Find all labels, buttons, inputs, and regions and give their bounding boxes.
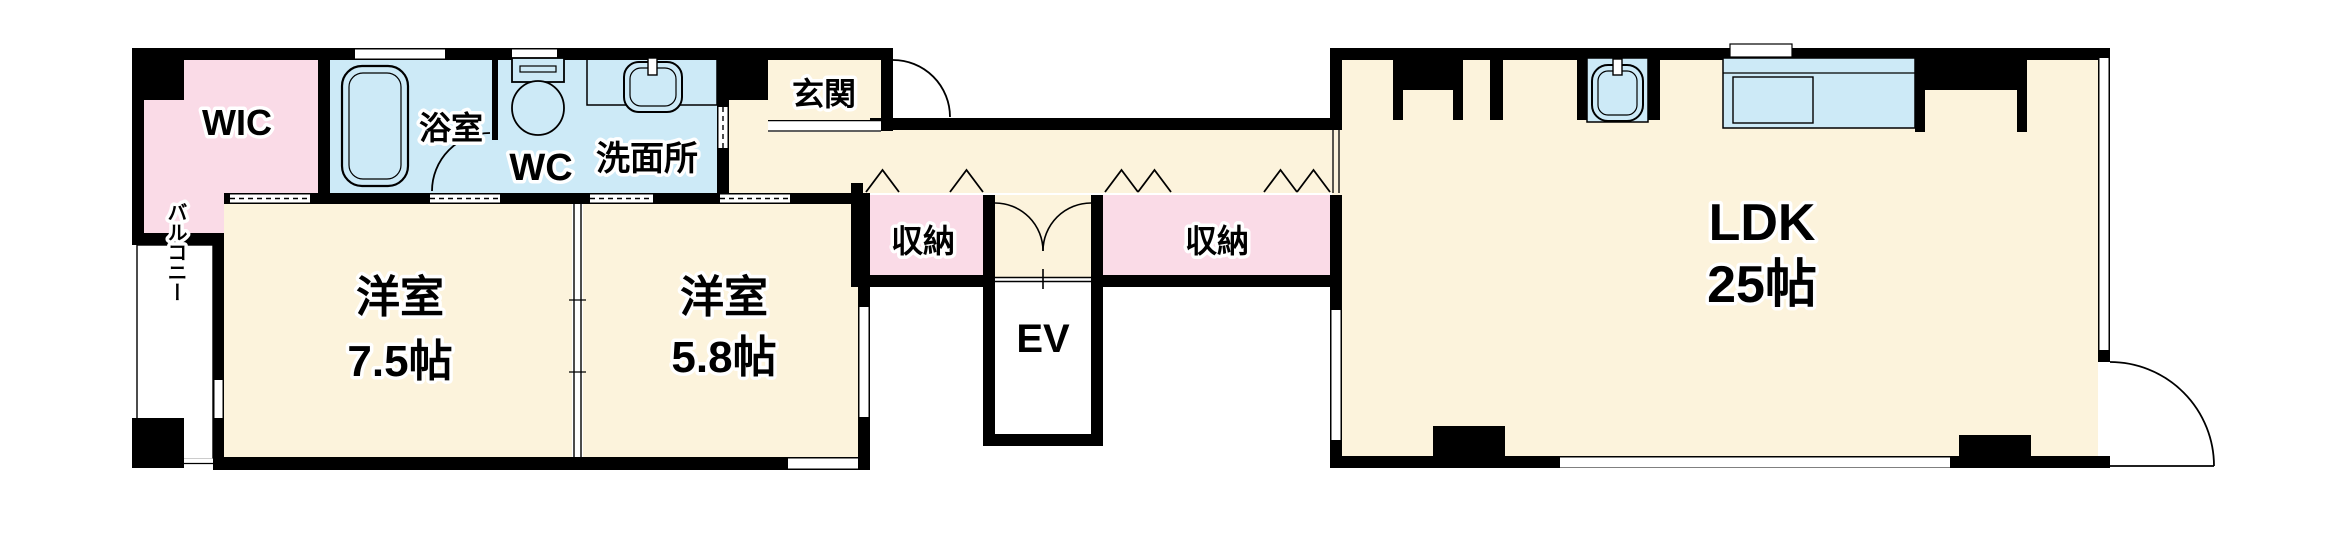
wall-wic-bottom	[132, 233, 224, 245]
elevator-hall-area	[995, 195, 1091, 278]
room-label-washroom: 洗面所	[596, 140, 698, 178]
room-size-western-large: 7.5帖	[347, 337, 452, 386]
ev-hall-door-arc-right-icon	[1042, 202, 1092, 252]
window-ldk-bottom-icon	[1560, 457, 1950, 468]
sliding-door-openings	[230, 107, 790, 203]
wall-storage-west-bottom	[851, 275, 983, 287]
wall-bath-wc	[492, 60, 498, 140]
ev-hall-door-arc-left-icon	[994, 202, 1044, 252]
washbasin-icon	[586, 57, 718, 113]
window-balcony-icon	[214, 380, 223, 418]
wall-ev-left	[983, 195, 995, 446]
pillar-entrance	[717, 48, 768, 100]
room-partition	[569, 204, 586, 457]
bathtub-icon	[340, 64, 410, 188]
pillar-ldk-3-leg-l	[1915, 90, 1925, 132]
pillar-ldk-1-leg-r	[1453, 90, 1463, 120]
wall-storage-east-bottom	[1103, 275, 1342, 287]
wall-storage-west-left	[851, 183, 863, 287]
corridor-area	[870, 130, 1332, 193]
bath-door-arc-icon	[431, 132, 491, 192]
wall-storage-east-right	[1330, 195, 1342, 287]
pillar-wic	[132, 48, 184, 100]
room-label-elevator: EV	[1016, 317, 1070, 361]
window-bath-icon	[355, 49, 445, 59]
pillar-ldk-2	[1490, 48, 1503, 120]
wall-entrance-right	[881, 48, 893, 131]
hallway-area	[729, 100, 893, 193]
pillar-ldk-1-leg-l	[1393, 90, 1403, 120]
wall-rooms-top	[224, 193, 870, 204]
wall-wic-bath	[318, 48, 330, 193]
room-label-wic: WIC	[202, 102, 272, 143]
room-label-balcony: バルコニー	[164, 202, 187, 302]
room-label-storage-west: 収納	[891, 223, 955, 259]
pillar-ldk-1	[1393, 48, 1463, 90]
kitchen-sink-icon	[1722, 57, 1916, 129]
room-label-ldk: LDK	[1709, 194, 1816, 252]
room-label-storage-east: 収納	[1185, 223, 1249, 259]
window-kitchen-icon	[1729, 43, 1793, 58]
room-size-western-small: 5.8帖	[671, 333, 776, 382]
wall-ev-bottom	[983, 434, 1103, 446]
window-room-small-right-icon	[859, 307, 869, 417]
closet-door-triangles-icon	[865, 168, 1331, 193]
ldk-exit-door-arc-icon	[2109, 361, 2215, 467]
ldk-entry-door	[1332, 130, 1340, 193]
western-rooms-area	[224, 193, 870, 469]
elevator-shaft-area	[995, 278, 1091, 434]
wall-ldk-left-upper	[1330, 48, 1342, 130]
room-size-ldk: 25帖	[1707, 256, 1817, 314]
pillar-balcony	[132, 418, 184, 468]
room-label-bathroom: 浴室	[419, 110, 483, 146]
room-label-entrance: 玄関	[792, 76, 856, 112]
entrance-door-arc-icon	[892, 59, 951, 118]
toilet-icon	[511, 57, 565, 136]
wall-corridor-top	[870, 118, 1332, 130]
wall-room-left	[213, 233, 224, 459]
room-label-western-large: 洋室	[356, 272, 444, 322]
window-ldk-right-icon	[2099, 58, 2109, 350]
entrance-step	[768, 119, 881, 132]
storage-east-area	[1103, 195, 1330, 275]
elevator-door-icon	[995, 269, 1091, 289]
room-label-western-small: 洋室	[680, 272, 768, 322]
pillar-ldk-bottom-2	[1959, 435, 2031, 456]
balcony-railing-icon	[184, 458, 213, 469]
window-wc-icon	[512, 49, 557, 59]
divider-basin-left	[1577, 48, 1587, 120]
window-ldk-left-icon	[1331, 310, 1341, 440]
pillar-ldk-bottom-1	[1433, 426, 1505, 456]
window-room-small-bottom-icon	[788, 458, 858, 469]
pillar-ldk-3	[1915, 48, 2027, 90]
wall-ev-right	[1091, 195, 1103, 446]
washbasin-ldk-icon	[1586, 57, 1649, 123]
wall-bottom-left-block	[213, 457, 870, 470]
divider-basin-right	[1648, 48, 1660, 120]
room-label-wc: WC	[509, 147, 572, 189]
ldk-area	[1332, 58, 2098, 456]
pillar-ldk-3-leg-r	[2017, 90, 2027, 132]
storage-west-area	[863, 195, 983, 275]
